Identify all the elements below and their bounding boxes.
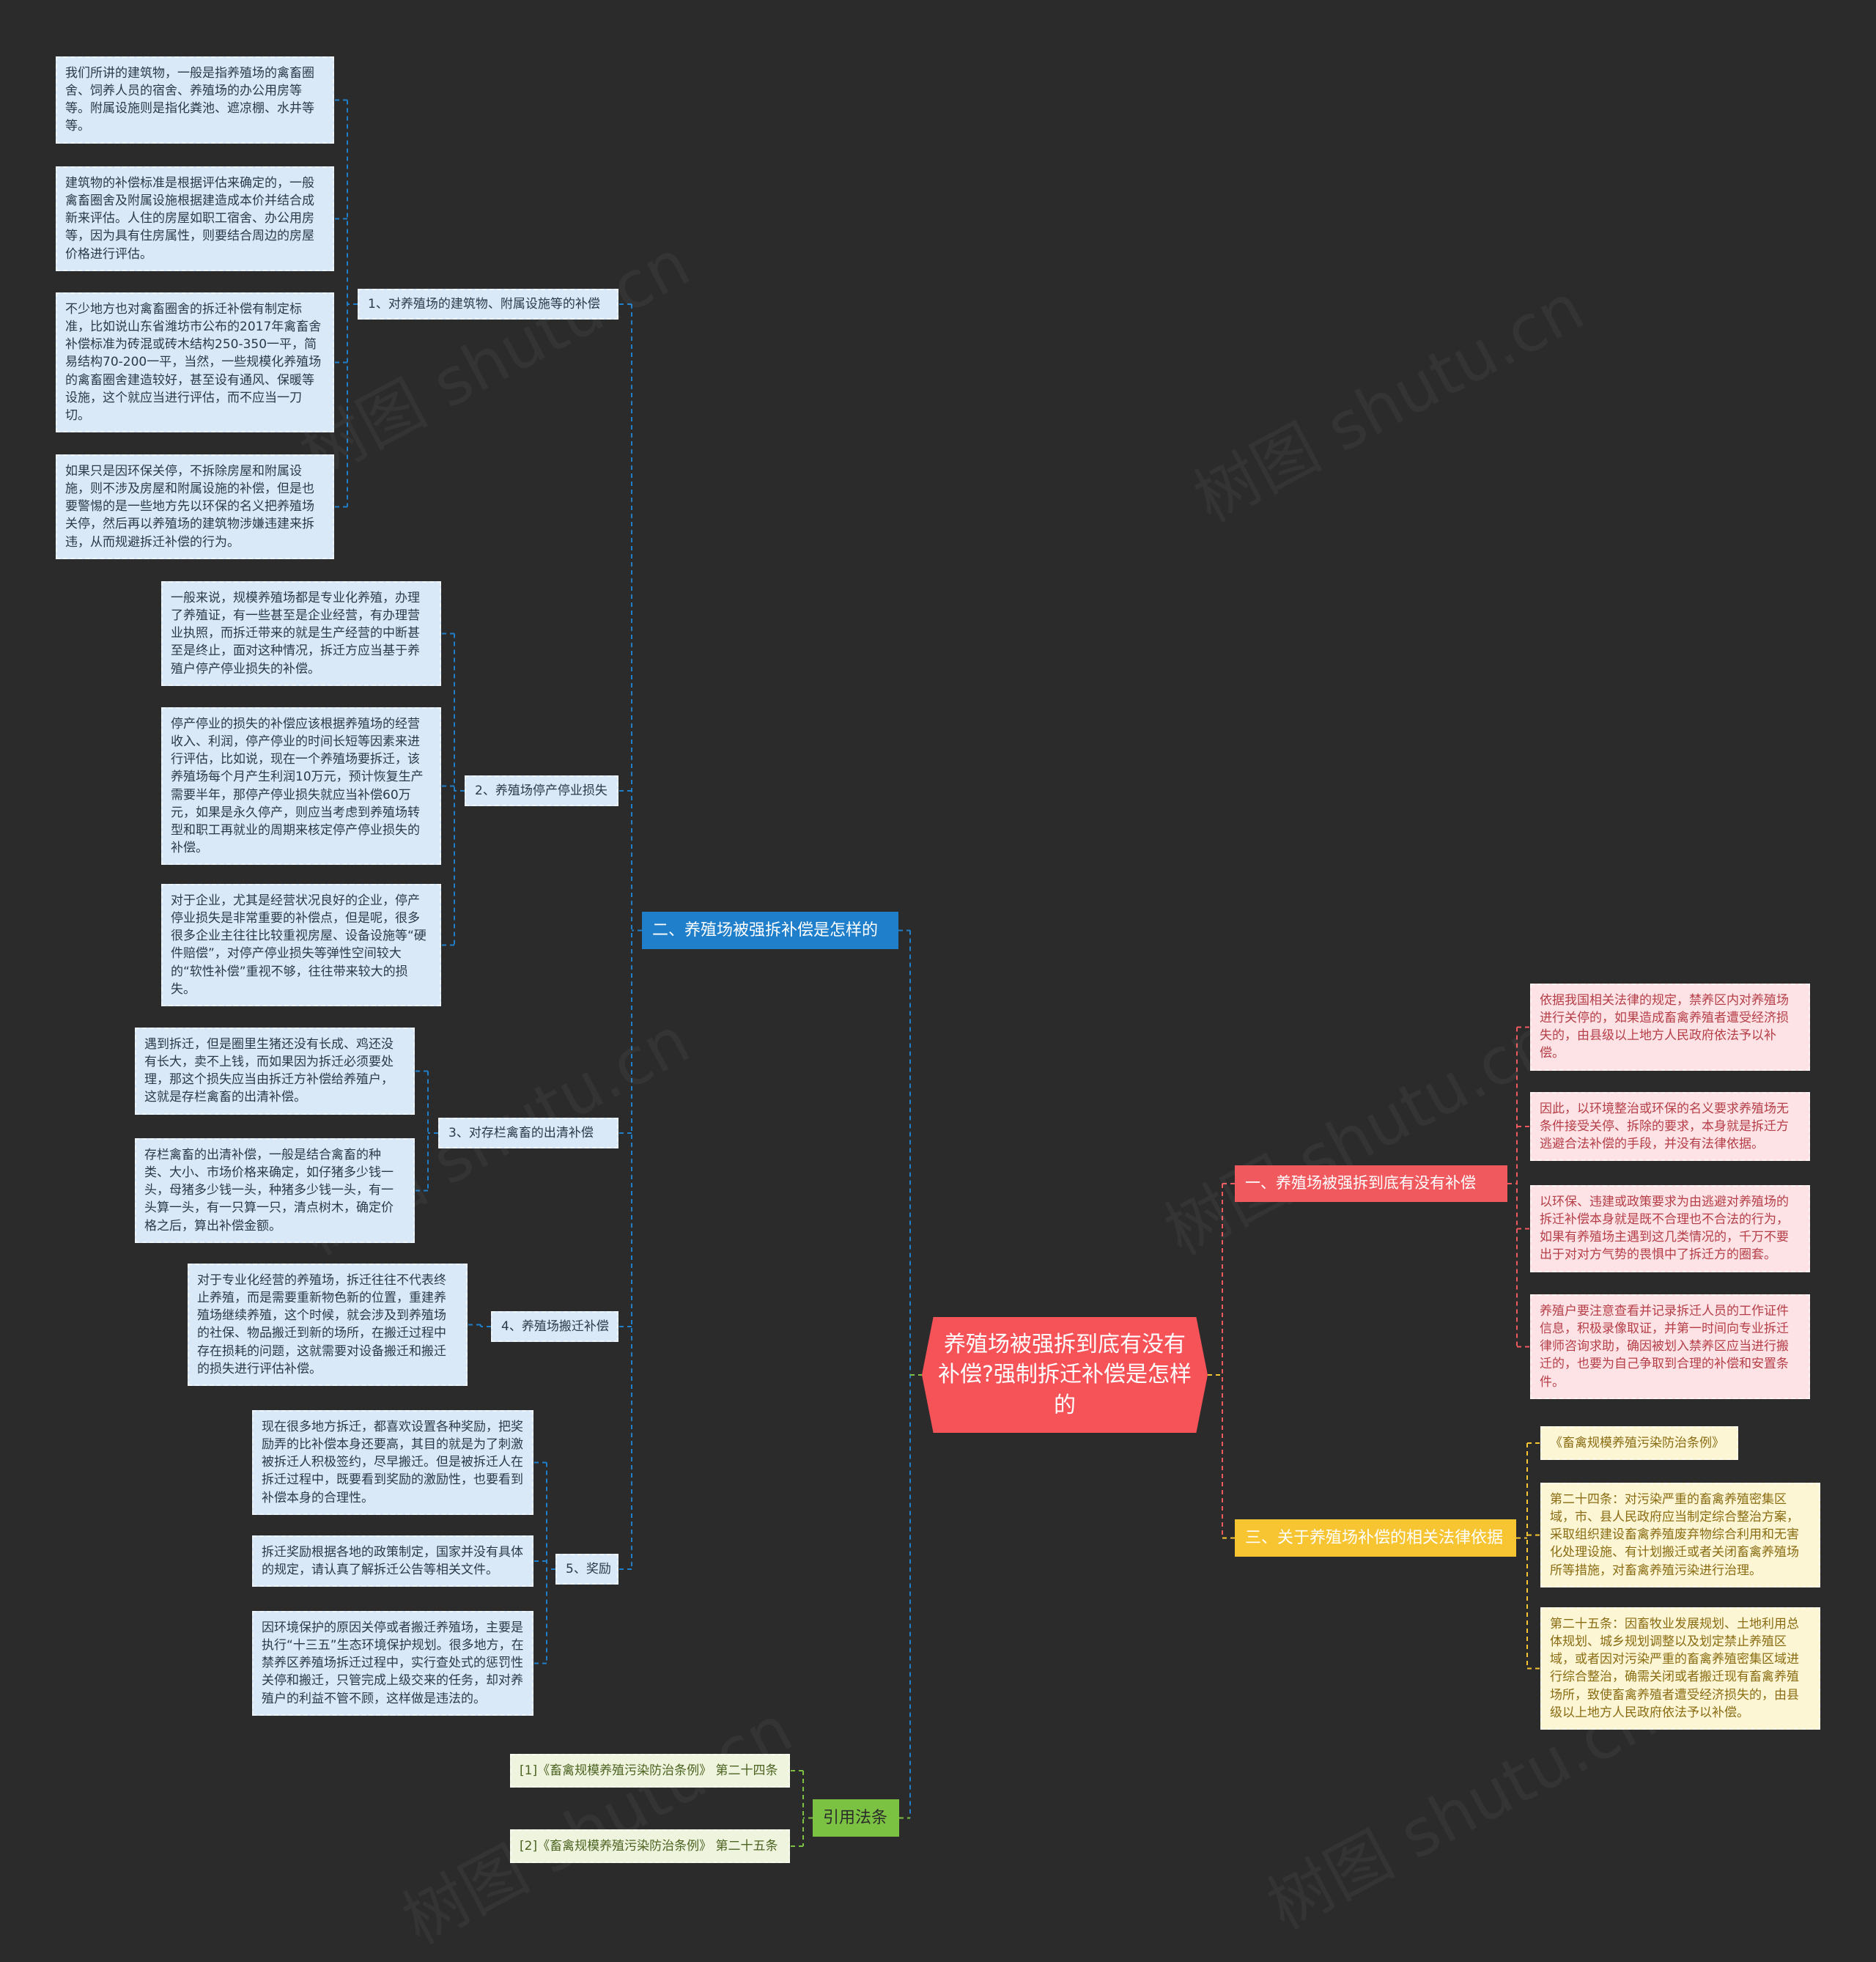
subtopic-buildings[interactable]: 1、对养殖场的建筑物、附属设施等的补偿	[358, 289, 618, 320]
leaf-regulation-title: 《畜禽规模养殖污染防治条例》	[1540, 1426, 1738, 1461]
root-topic[interactable]: 养殖场被强拆到底有没有补偿?强制拆迁补偿是怎样的	[922, 1317, 1208, 1433]
branch-legal-basis[interactable]: 三、关于养殖场补偿的相关法律依据	[1235, 1519, 1516, 1557]
subtopic-livestock[interactable]: 3、对存栏禽畜的出清补偿	[438, 1118, 618, 1149]
leaf-building-local-standard: 不少地方也对禽畜圈舍的拆迁补偿有制定标准，比如说山东省潍坊市公布的2017年禽畜…	[56, 292, 334, 432]
leaf-business-loss-enterprise: 对于企业，尤其是经营状况良好的企业，停产停业损失是非常重要的补偿点，但是呢，很多…	[161, 884, 441, 1006]
leaf-reward-incentive: 现在很多地方拆迁，都喜欢设置各种奖励，把奖励弄的比补偿本身还要高，其目的就是为了…	[252, 1410, 533, 1515]
subtopic-reward[interactable]: 5、奖励	[555, 1554, 618, 1585]
branch-is-there-compensation[interactable]: 一、养殖场被强拆到底有没有补偿	[1235, 1165, 1507, 1202]
leaf-article-25: 第二十五条：因畜牧业发展规划、土地利用总体规划、城乡规划调整以及划定禁止养殖区域…	[1540, 1607, 1820, 1730]
leaf-evidence-advice: 养殖户要注意查看并记录拆迁人员的工作证件信息，积极录像取证，并第一时间向专业拆迁…	[1530, 1294, 1810, 1399]
leaf-livestock-pricing: 存栏禽畜的出清补偿，一般是结合禽畜的种类、大小、市场价格来确定，如仔猪多少钱一头…	[135, 1138, 415, 1243]
leaf-no-legal-basis: 因此，以环境整治或环保的名义要求养殖场无条件接受关停、拆除的要求，本身就是拆迁方…	[1530, 1092, 1810, 1162]
leaf-reward-policy: 拆迁奖励根据各地的政策制定，国家并没有具体的规定，请认真了解拆迁公告等相关文件。	[252, 1535, 533, 1587]
leaf-business-loss-evaluation: 停产停业的损失的补偿应该根据养殖场的经营收入、利润，停产停业的时间长短等因素来进…	[161, 707, 441, 865]
leaf-building-standard: 建筑物的补偿标准是根据评估来确定的，一般禽畜圈舍及附属设施根据建造成本价并结合成…	[56, 166, 334, 271]
leaf-building-definition: 我们所讲的建筑物，一般是指养殖场的禽畜圈舍、饲养人员的宿舍、养殖场的办公用房等等…	[56, 56, 334, 144]
leaf-law-compensation: 依据我国相关法律的规定，禁养区内对养殖场进行关停的，如果造成畜禽养殖者遭受经济损…	[1530, 984, 1810, 1071]
subtopic-business-loss[interactable]: 2、养殖场停产停业损失	[465, 775, 618, 807]
leaf-reward-environment: 因环境保护的原因关停或者搬迁养殖场，主要是执行“十三五”生态环境保护规划。很多地…	[252, 1611, 533, 1716]
leaf-cite-article-24[interactable]: [1]《畜禽规模养殖污染防治条例》 第二十四条	[510, 1754, 790, 1788]
branch-cited-articles[interactable]: 引用法条	[813, 1799, 899, 1837]
leaf-illegal-evasion: 以环保、违建或政策要求为由逃避对养殖场的拆迁补偿本身就是既不合理也不合法的行为，…	[1530, 1185, 1810, 1272]
leaf-building-environment: 如果只是因环保关停，不拆除房屋和附属设施，则不涉及房屋和附属设施的补偿，但是也要…	[56, 454, 334, 559]
leaf-article-24: 第二十四条：对污染严重的畜禽养殖密集区域，市、县人民政府应当制定综合整治方案，采…	[1540, 1483, 1820, 1587]
leaf-cite-article-25[interactable]: [2]《畜禽规模养殖污染防治条例》 第二十五条	[510, 1829, 790, 1864]
leaf-livestock-loss: 遇到拆迁，但是圈里生猪还没有长成、鸡还没有长大，卖不上钱，而如果因为拆迁必须要处…	[135, 1028, 415, 1115]
subtopic-relocation[interactable]: 4、养殖场搬迁补偿	[491, 1311, 618, 1343]
leaf-business-loss-general: 一般来说，规模养殖场都是专业化养殖，办理了养殖证，有一些甚至是企业经营，有办理营…	[161, 581, 441, 686]
leaf-relocation-evaluation: 对于专业化经营的养殖场，拆迁往往不代表终止养殖，而是需要重新物色新的位置，重建养…	[188, 1264, 468, 1386]
branch-compensation-method[interactable]: 二、养殖场被强拆补偿是怎样的	[642, 912, 898, 950]
